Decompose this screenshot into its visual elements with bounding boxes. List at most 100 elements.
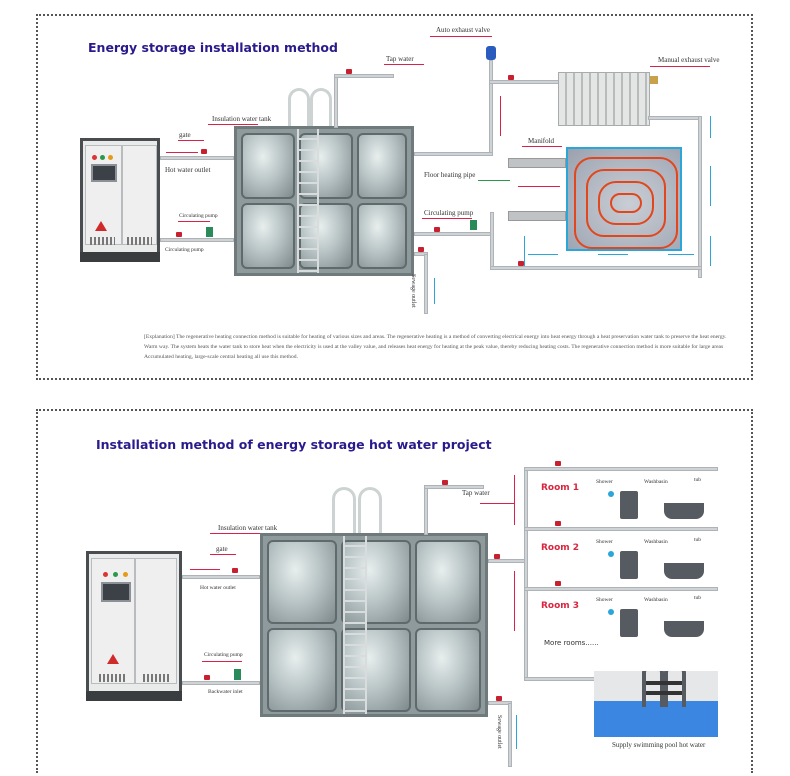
indicator-lamp-orange: [108, 155, 113, 160]
bathtub-icon: [664, 621, 704, 637]
room-1-tub-label: tub: [694, 477, 702, 483]
room-3-valve: [555, 581, 561, 586]
supply-valve: [494, 554, 500, 559]
tank-panel: [241, 133, 295, 199]
return-manifold: [508, 211, 566, 221]
electric-boiler-cabinet: [80, 138, 160, 262]
flow-arrow-blue: [434, 278, 435, 304]
sewage-valve: [496, 696, 502, 701]
tank-callout-line: [210, 533, 290, 534]
return-pipe: [160, 238, 234, 242]
tank-panel: [415, 628, 481, 712]
energy-storage-installation-panel: Energy storage installation method gate …: [36, 14, 753, 380]
supply-pipe: [488, 559, 528, 563]
hot-water-outlet-label: Hot water outlet: [200, 585, 236, 591]
cabinet-left-door: [91, 558, 135, 684]
circulating-pump-label: Circulating pump: [204, 652, 243, 658]
pool-ladder-rail: [642, 671, 664, 707]
flow-arrow-blue: [710, 166, 711, 206]
cabinet-base: [80, 252, 160, 262]
return-riser-right: [698, 116, 702, 278]
radiator-return-pipe: [648, 116, 700, 120]
tank-supply-pipe: [414, 152, 493, 156]
heating-coil: [598, 181, 654, 225]
hot-water-project-panel: Installation method of energy storage ho…: [36, 409, 753, 773]
indicator-lamp-green: [113, 572, 118, 577]
tap-water-valve: [442, 480, 448, 485]
insulation-water-tank-label: Insulation water tank: [218, 524, 278, 532]
floor-heating-area: [566, 147, 682, 251]
indicator-lamp-red: [103, 572, 108, 577]
tap-water-callout: [384, 64, 424, 65]
flow-arrow-blue: [668, 254, 694, 255]
pool-ladder-rail: [664, 671, 686, 707]
room-1-label: Room 1: [541, 483, 580, 493]
room-1-pipe: [524, 467, 718, 471]
backwater-inlet-label: Backwater inlet: [208, 689, 243, 695]
manual-exhaust-callout: [650, 66, 710, 67]
gate-callout-line: [178, 140, 204, 141]
tank-ladder-handle: [310, 88, 332, 131]
cabinet-right-door: [122, 145, 157, 245]
tap-water-callout: [480, 503, 514, 504]
room-3-tub-label: tub: [694, 595, 702, 601]
manifold-callout: [522, 146, 562, 147]
room-1-washbasin-label: Washbasin: [644, 479, 668, 485]
room-1-valve: [555, 461, 561, 466]
tap-water-label: Tap water: [462, 489, 490, 497]
tank-ladder-handle: [332, 487, 356, 540]
heating-coil: [586, 169, 666, 237]
pool-ladder-step: [646, 681, 682, 685]
return-valve: [176, 232, 182, 237]
warning-icon: [95, 221, 107, 231]
pool-deck: [594, 671, 718, 701]
circulating-pump-label-left: Circulating pump: [179, 213, 218, 219]
electric-boiler-cabinet: [86, 551, 182, 701]
tank-ladder-handle: [288, 88, 310, 131]
room-2-shower-label: Shower: [596, 539, 613, 545]
manual-exhaust-valve-icon: [650, 76, 658, 84]
bathtub-icon: [664, 563, 704, 579]
tank-panel: [267, 540, 337, 624]
flow-arrow-blue: [528, 254, 558, 255]
pump-callout-line: [178, 221, 210, 222]
flow-arrow-down: [514, 571, 515, 631]
indicator-lamp-green: [100, 155, 105, 160]
hot-water-outlet-pipe: [182, 575, 260, 579]
flow-arrow-hot: [166, 152, 198, 153]
cabinet-right-door: [135, 558, 177, 684]
sewage-outlet-label: Sewage outlet: [496, 715, 502, 749]
pool-water: [594, 701, 718, 737]
tap-water-valve: [346, 69, 352, 74]
pump-right-callout: [422, 218, 472, 219]
backwater-valve: [204, 675, 210, 680]
tank-ladder: [343, 536, 367, 714]
sewage-outlet-label: Sewage outlet: [410, 274, 416, 308]
floor-heating-pipe-label: Floor heating pipe: [424, 171, 476, 179]
pool-ladder-step: [646, 691, 682, 695]
circulating-pump-right-icon: [470, 220, 477, 230]
shower-icon: [608, 491, 614, 497]
gate-callout-line: [210, 554, 236, 555]
washbasin-cabinet-icon: [620, 609, 638, 637]
section-title: Energy storage installation method: [88, 40, 338, 55]
hot-water-outlet-label: Hot water outlet: [165, 166, 211, 174]
circulating-pump-label-bottom: Circulating pump: [165, 247, 204, 253]
vent-grille-right: [127, 237, 152, 245]
tank-panel: [357, 133, 407, 199]
heating-coil: [574, 157, 678, 249]
room-2-label: Room 2: [541, 543, 580, 553]
circulating-pump-icon: [206, 227, 213, 237]
radiator: [558, 72, 650, 126]
auto-exhaust-callout: [430, 36, 492, 37]
shower-icon: [608, 551, 614, 557]
indicator-lamp-orange: [123, 572, 128, 577]
pool-caption: Supply swimming pool hot water: [612, 741, 706, 749]
tap-water-label: Tap water: [386, 55, 414, 63]
swimming-pool-icon: [594, 671, 718, 737]
room-2-tub-label: tub: [694, 537, 702, 543]
manual-exhaust-valve-label: Manual exhaust valve: [658, 56, 720, 64]
tap-water-pipe: [424, 485, 484, 489]
insulation-water-tank: [260, 533, 488, 717]
flow-arrow-blue: [516, 715, 517, 749]
